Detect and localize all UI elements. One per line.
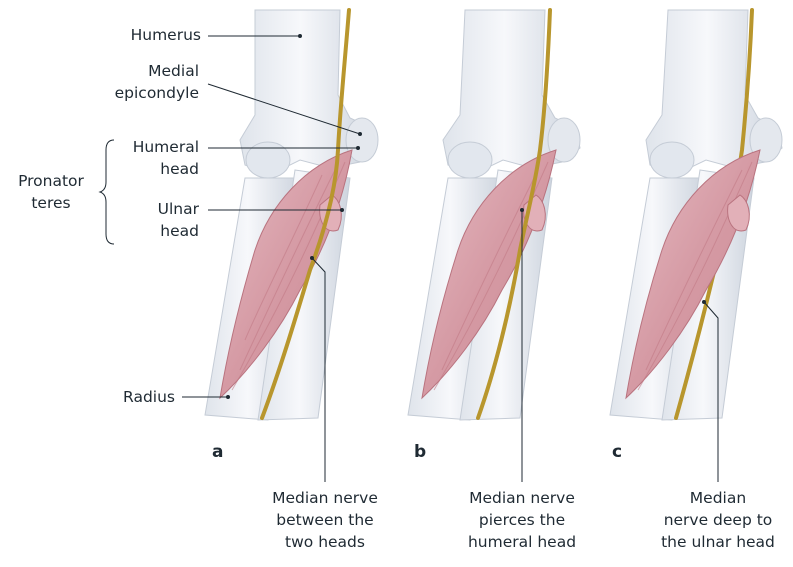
- caption-b: Median nerve pierces the humeral head: [452, 487, 592, 553]
- caption-c: Median nerve deep to the ulnar head: [645, 487, 791, 553]
- panel-c-trochlea: [650, 142, 694, 178]
- panel-a-drawing: [205, 10, 378, 420]
- caption-a: Median nerve between the two heads: [255, 487, 395, 553]
- label-humeral-head: Humeral head: [133, 136, 199, 180]
- panel-b-drawing: [408, 10, 580, 420]
- label-pronator-teres: Pronator teres: [10, 170, 92, 214]
- panel-a-trochlea: [246, 142, 290, 178]
- panel-letter-b: b: [414, 442, 426, 462]
- panel-letter-a: a: [212, 442, 223, 462]
- label-humerus: Humerus: [131, 24, 201, 46]
- panel-c-drawing: [610, 10, 782, 420]
- label-radius: Radius: [123, 386, 175, 408]
- panel-letter-c: c: [612, 442, 622, 462]
- label-medial-epicondyle: Medial epicondyle: [115, 60, 199, 104]
- panel-b-trochlea: [448, 142, 492, 178]
- label-ulnar-head: Ulnar head: [158, 198, 199, 242]
- pronator-teres-brace: [100, 140, 114, 244]
